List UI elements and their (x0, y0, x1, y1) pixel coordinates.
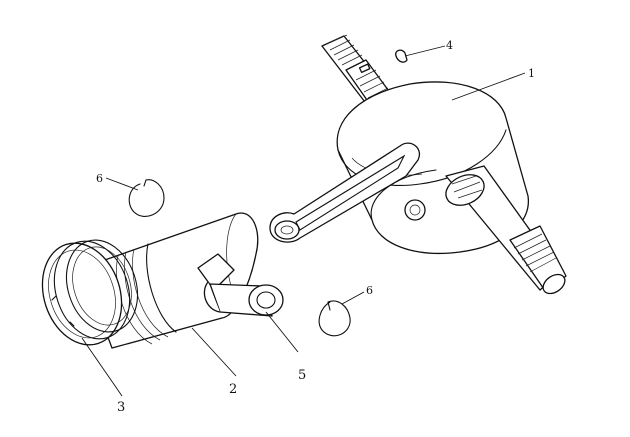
callout-4: 4 (446, 39, 453, 52)
crankshaft-right-shaft (445, 165, 567, 295)
crank-web-hole (404, 199, 426, 221)
piston-rings (41, 239, 138, 346)
leader-lines (81, 45, 526, 397)
crankshaft (269, 34, 567, 295)
circlip-right (318, 300, 351, 337)
callout-3: 3 (117, 400, 125, 415)
piston (81, 212, 259, 349)
small-end-eye (274, 220, 300, 240)
callout-5: 5 (298, 368, 306, 383)
woodruff-key (395, 49, 408, 63)
piston-pin-boss (197, 253, 235, 291)
callout-2: 2 (229, 382, 237, 397)
callout-6-right: 6 (366, 284, 373, 297)
connecting-rod (269, 142, 421, 243)
circlip-left (128, 179, 165, 217)
piston-pin (203, 281, 284, 317)
callout-1: 1 (528, 67, 535, 80)
callout-6-left: 6 (96, 172, 103, 185)
